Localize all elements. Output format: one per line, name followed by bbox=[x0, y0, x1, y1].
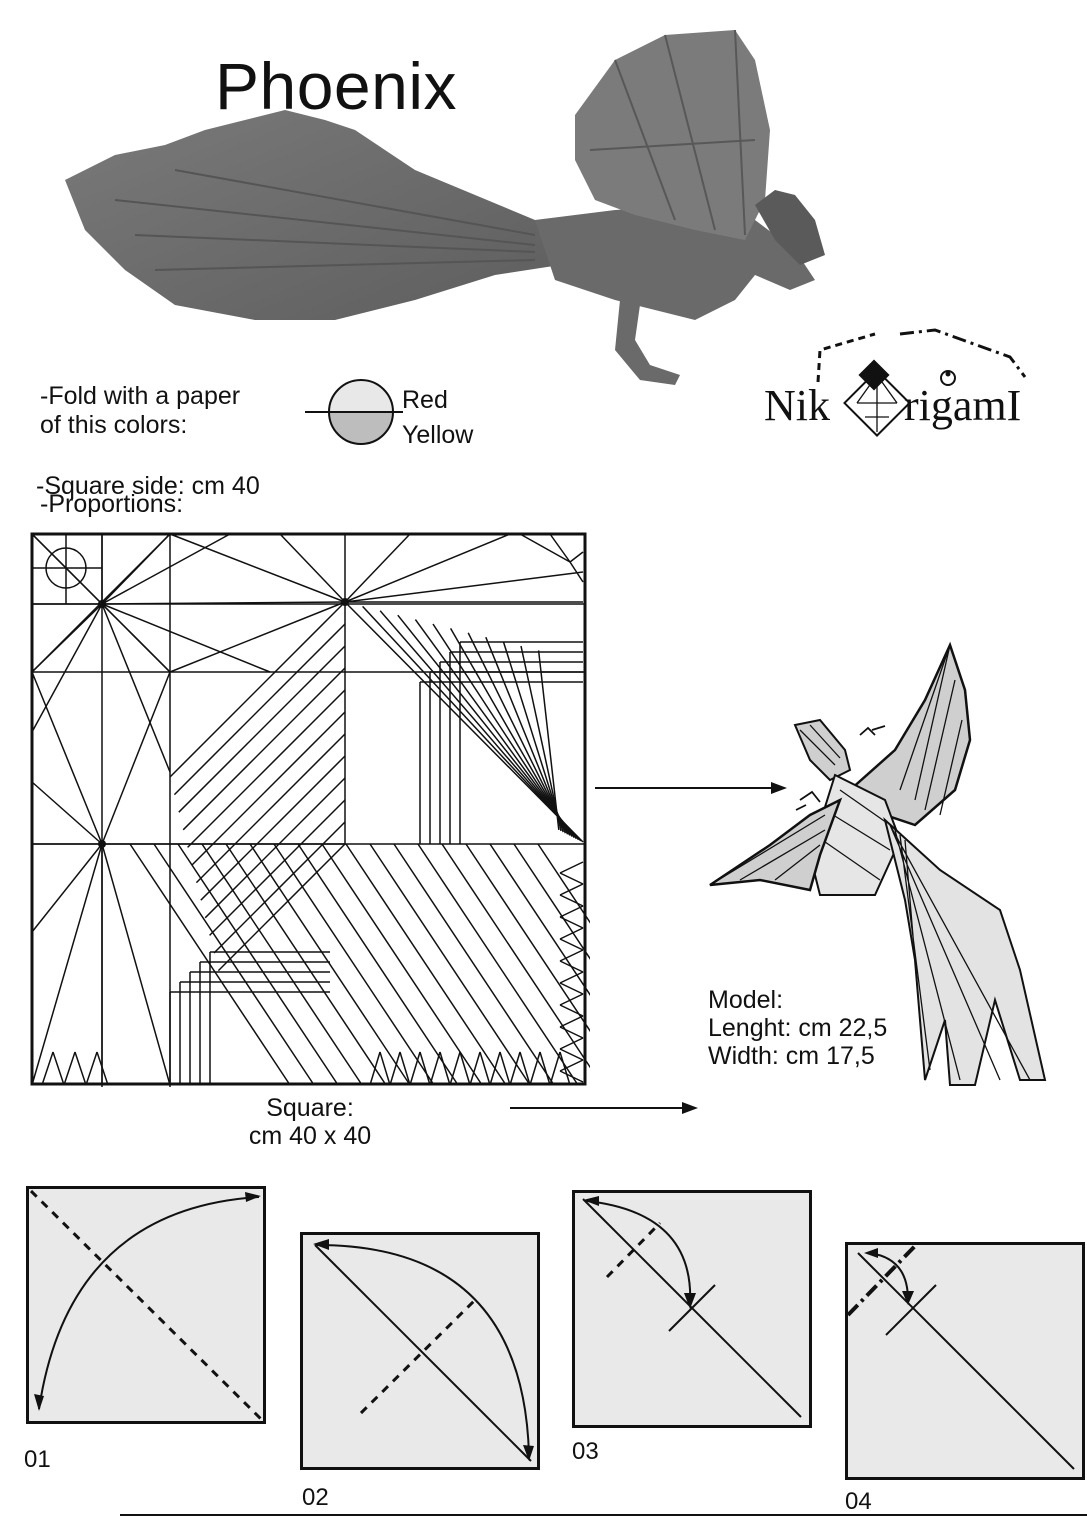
model-dimensions: Model: Lenght: cm 22,5 Width: cm 17,5 bbox=[708, 986, 887, 1070]
step-04-label: 04 bbox=[845, 1488, 872, 1515]
step-01-label: 01 bbox=[24, 1446, 51, 1473]
proportions-text: -Proportions: bbox=[40, 490, 184, 518]
logo-text-right: rigamI bbox=[904, 381, 1022, 430]
nikorigami-logo bbox=[816, 328, 1027, 437]
color-top-label: Red bbox=[402, 386, 448, 414]
logo-text-left: Nik bbox=[764, 381, 830, 430]
step-03-diagram bbox=[572, 1190, 812, 1428]
paper-color-icon bbox=[305, 379, 403, 445]
square-caption-line-2: cm 40 x 40 bbox=[248, 1122, 372, 1150]
step-04-diagram bbox=[845, 1242, 1085, 1480]
color-bottom-label: Yellow bbox=[402, 421, 474, 449]
paper-line-1: -Fold with a paper bbox=[40, 382, 241, 410]
bottom-rule bbox=[120, 1514, 1087, 1516]
step-02-diagram bbox=[300, 1232, 540, 1470]
page-title: Phoenix bbox=[215, 49, 458, 123]
model-heading: Model: bbox=[708, 986, 784, 1014]
step-01-diagram bbox=[26, 1186, 266, 1424]
arrow-square-icon bbox=[510, 1102, 698, 1114]
step-02-label: 02 bbox=[302, 1484, 329, 1511]
square-caption-line-1: Square: bbox=[266, 1094, 354, 1122]
square-side-text: -Square side: cm 40 bbox=[36, 472, 260, 500]
paper-line-2: of this colors: bbox=[40, 411, 188, 439]
step-03-label: 03 bbox=[572, 1438, 599, 1465]
phoenix-photo bbox=[65, 29, 825, 385]
arrow-to-model-icon bbox=[595, 782, 787, 794]
phoenix-model-diagram bbox=[709, 641, 1047, 1086]
paper-instruction: -Fold with a paper of this colors: bbox=[40, 382, 240, 440]
crease-pattern bbox=[30, 532, 590, 1087]
model-width: Width: cm 17,5 bbox=[708, 1042, 875, 1070]
square-caption: Square: cm 40 x 40 bbox=[200, 1094, 420, 1150]
model-length: Lenght: cm 22,5 bbox=[708, 1014, 888, 1042]
